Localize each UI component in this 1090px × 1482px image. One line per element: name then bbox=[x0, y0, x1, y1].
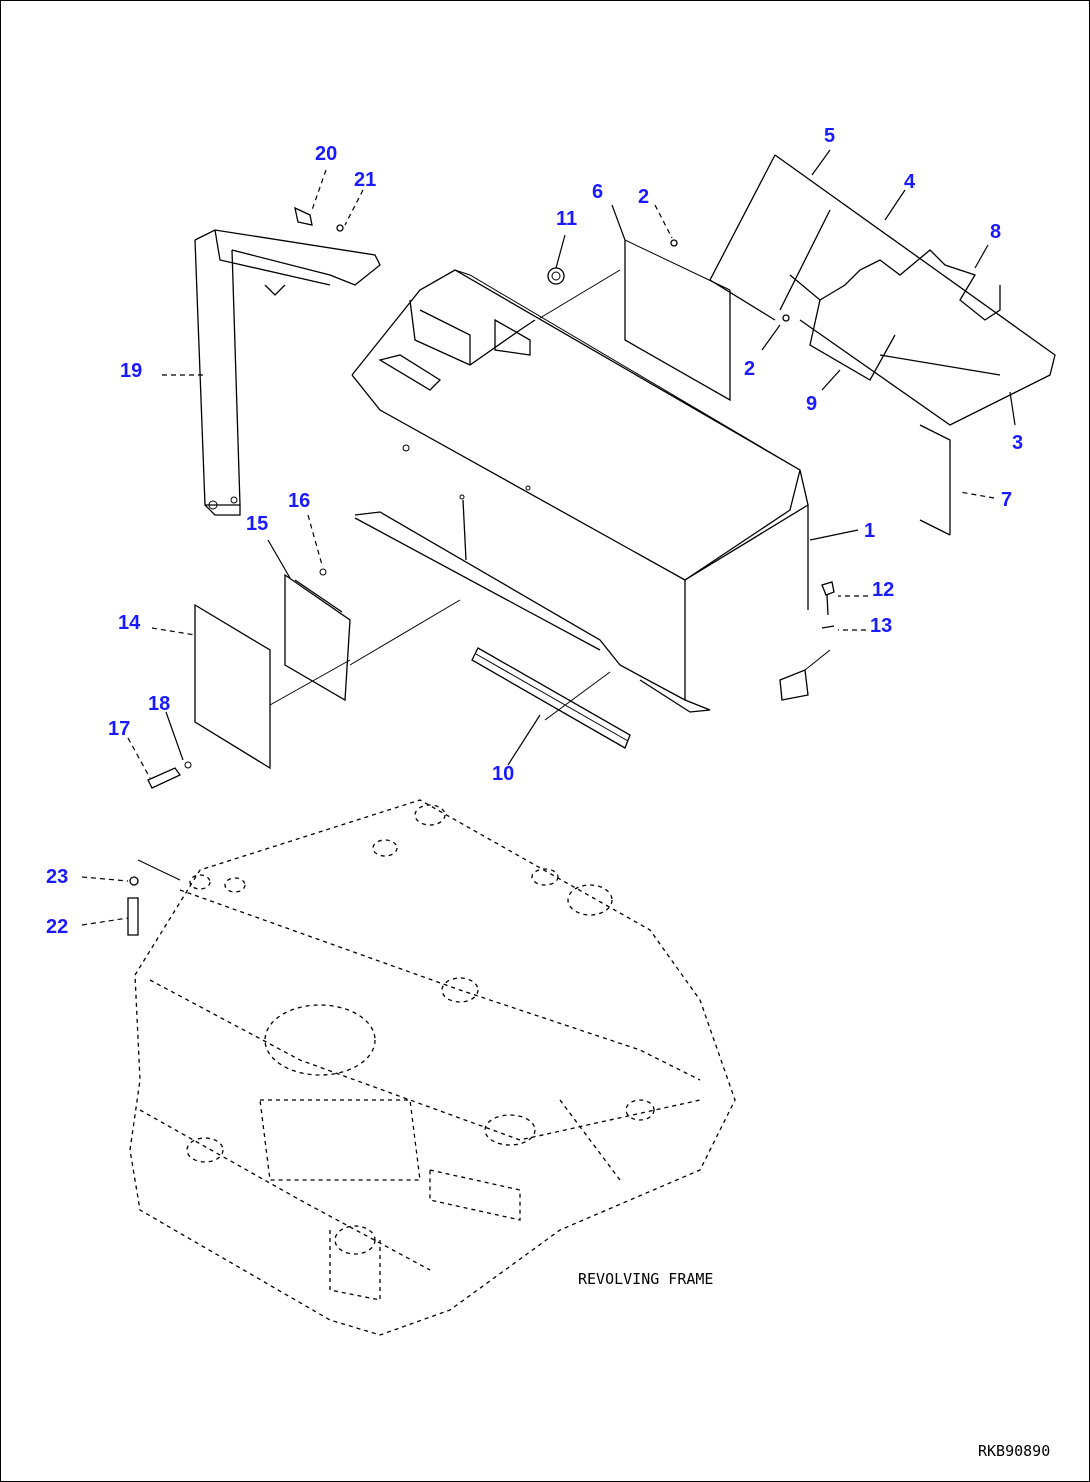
revolving-frame-drawing bbox=[129, 799, 736, 1336]
bolt-2-lower bbox=[782, 314, 790, 322]
callout-20: 20 bbox=[315, 143, 337, 165]
callout-21: 21 bbox=[354, 169, 376, 191]
callout-14: 14 bbox=[118, 612, 141, 634]
callout-6: 6 bbox=[592, 181, 603, 203]
callout-3: 3 bbox=[1012, 432, 1023, 454]
tank-body bbox=[351, 269, 809, 713]
callout-11: 11 bbox=[556, 208, 577, 230]
callout-8: 8 bbox=[990, 221, 1001, 243]
bolt-12-13 bbox=[779, 581, 835, 701]
part-22-23 bbox=[127, 859, 181, 936]
callout-5: 5 bbox=[824, 125, 835, 147]
callout-2-upper: 2 bbox=[638, 186, 649, 208]
figure-code: RKB90890 bbox=[978, 1442, 1050, 1460]
callout-13: 13 bbox=[870, 615, 892, 637]
callout-22: 22 bbox=[46, 916, 68, 938]
callout-16: 16 bbox=[288, 490, 310, 512]
side-panels bbox=[147, 568, 351, 789]
revolving-frame-label: REVOLVING FRAME bbox=[578, 1270, 713, 1288]
callout-9: 9 bbox=[806, 393, 817, 415]
cover-assembly bbox=[624, 154, 1056, 536]
leader-lines bbox=[81, 149, 1016, 926]
callout-1: 1 bbox=[864, 520, 875, 542]
callout-18: 18 bbox=[148, 693, 170, 715]
callout-labels: 20 21 19 6 2 11 5 4 8 2 9 3 7 1 16 15 12… bbox=[46, 125, 1023, 938]
callout-17: 17 bbox=[108, 718, 130, 740]
callout-4: 4 bbox=[904, 171, 916, 193]
bolt-2-upper bbox=[670, 239, 678, 247]
callout-10: 10 bbox=[492, 763, 514, 785]
callout-12: 12 bbox=[872, 579, 894, 601]
fuel-cap bbox=[547, 267, 565, 285]
callout-15: 15 bbox=[246, 513, 268, 535]
rail bbox=[471, 647, 631, 749]
callout-23: 23 bbox=[46, 866, 68, 888]
column-bracket bbox=[194, 206, 381, 516]
callout-2-lower: 2 bbox=[744, 358, 755, 380]
callout-7: 7 bbox=[1001, 489, 1012, 511]
callout-19: 19 bbox=[120, 360, 142, 382]
